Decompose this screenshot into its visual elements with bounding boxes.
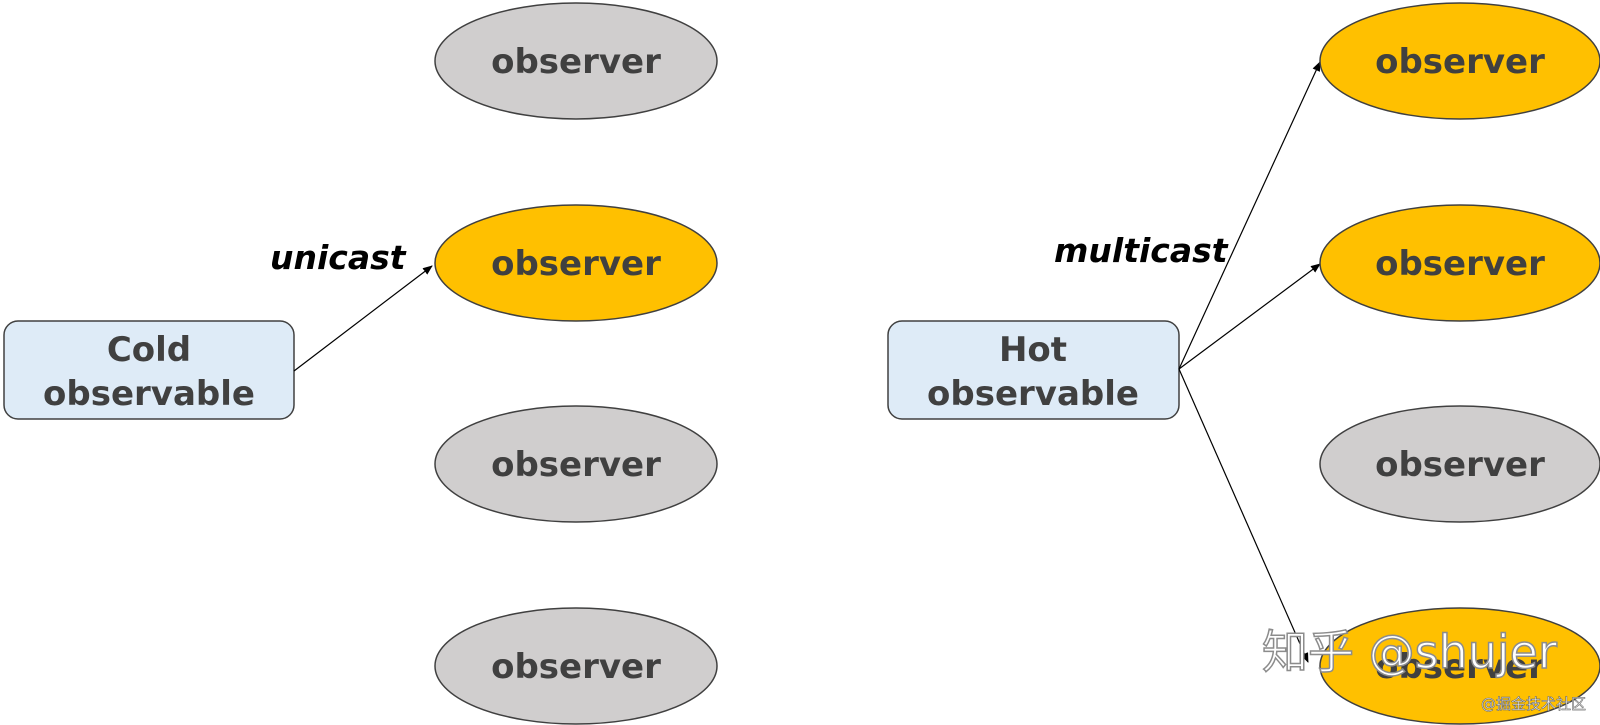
cold-observer-3-label: observer — [491, 445, 661, 485]
hot-observer-2-ellipse — [1319, 204, 1600, 322]
hot-observer-3-ellipse — [1319, 405, 1600, 523]
cold-observer-4-ellipse — [434, 607, 718, 725]
cold-observer-2-label: observer — [491, 244, 661, 284]
hot-observer-4: observer — [1319, 607, 1600, 725]
cold-observer-1-ellipse — [434, 2, 718, 120]
unicast-label: unicast — [270, 238, 407, 277]
cold-observer-4: observer — [434, 607, 718, 725]
hot-observer-4-ellipse — [1319, 607, 1600, 725]
hot-observable-node: Hot observable — [887, 320, 1180, 420]
watermark: 知乎 @shujer @掘金技术社区 — [1261, 624, 1586, 713]
hot-observer-2-label: observer — [1375, 244, 1545, 284]
hot-observer-1: observer — [1319, 2, 1600, 120]
hot-observer-3: observer — [1319, 405, 1600, 523]
hot-observer-2: observer — [1319, 204, 1600, 322]
hot-observable-label-line1: Hot — [999, 330, 1067, 370]
cold-group: Cold observable unicast observer observe… — [3, 2, 718, 725]
cold-observable-box — [3, 320, 295, 420]
hot-observer-1-ellipse — [1319, 2, 1600, 120]
cold-observer-1: observer — [434, 2, 718, 120]
cold-observable-node: Cold observable — [3, 320, 295, 420]
hot-multicast-edge-2 — [1178, 263, 1321, 370]
cold-unicast-edge — [293, 265, 433, 372]
hot-multicast-edge-1 — [1178, 61, 1321, 370]
cold-observable-label-line2: observable — [43, 374, 255, 414]
cold-observable-label-line1: Cold — [107, 330, 191, 370]
hot-observer-1-label: observer — [1375, 42, 1545, 82]
cold-observer-1-label: observer — [491, 42, 661, 82]
watermark-main: 知乎 @shujer — [1262, 625, 1557, 679]
watermark-sub: @掘金技术社区 — [1481, 695, 1586, 713]
hot-group: Hot observable multicast observer observ… — [887, 2, 1600, 725]
hot-observer-4-label: observer — [1375, 647, 1545, 687]
cold-observer-3-ellipse — [434, 405, 718, 523]
multicast-label: multicast — [1054, 231, 1229, 270]
cold-observer-4-label: observer — [491, 647, 661, 687]
hot-observer-3-label: observer — [1375, 445, 1545, 485]
hot-observable-label-line2: observable — [927, 374, 1139, 414]
cold-observer-2: observer — [434, 204, 718, 322]
hot-multicast-edge-3 — [1178, 368, 1309, 663]
cold-observer-3: observer — [434, 405, 718, 523]
cold-observer-2-ellipse — [434, 204, 718, 322]
